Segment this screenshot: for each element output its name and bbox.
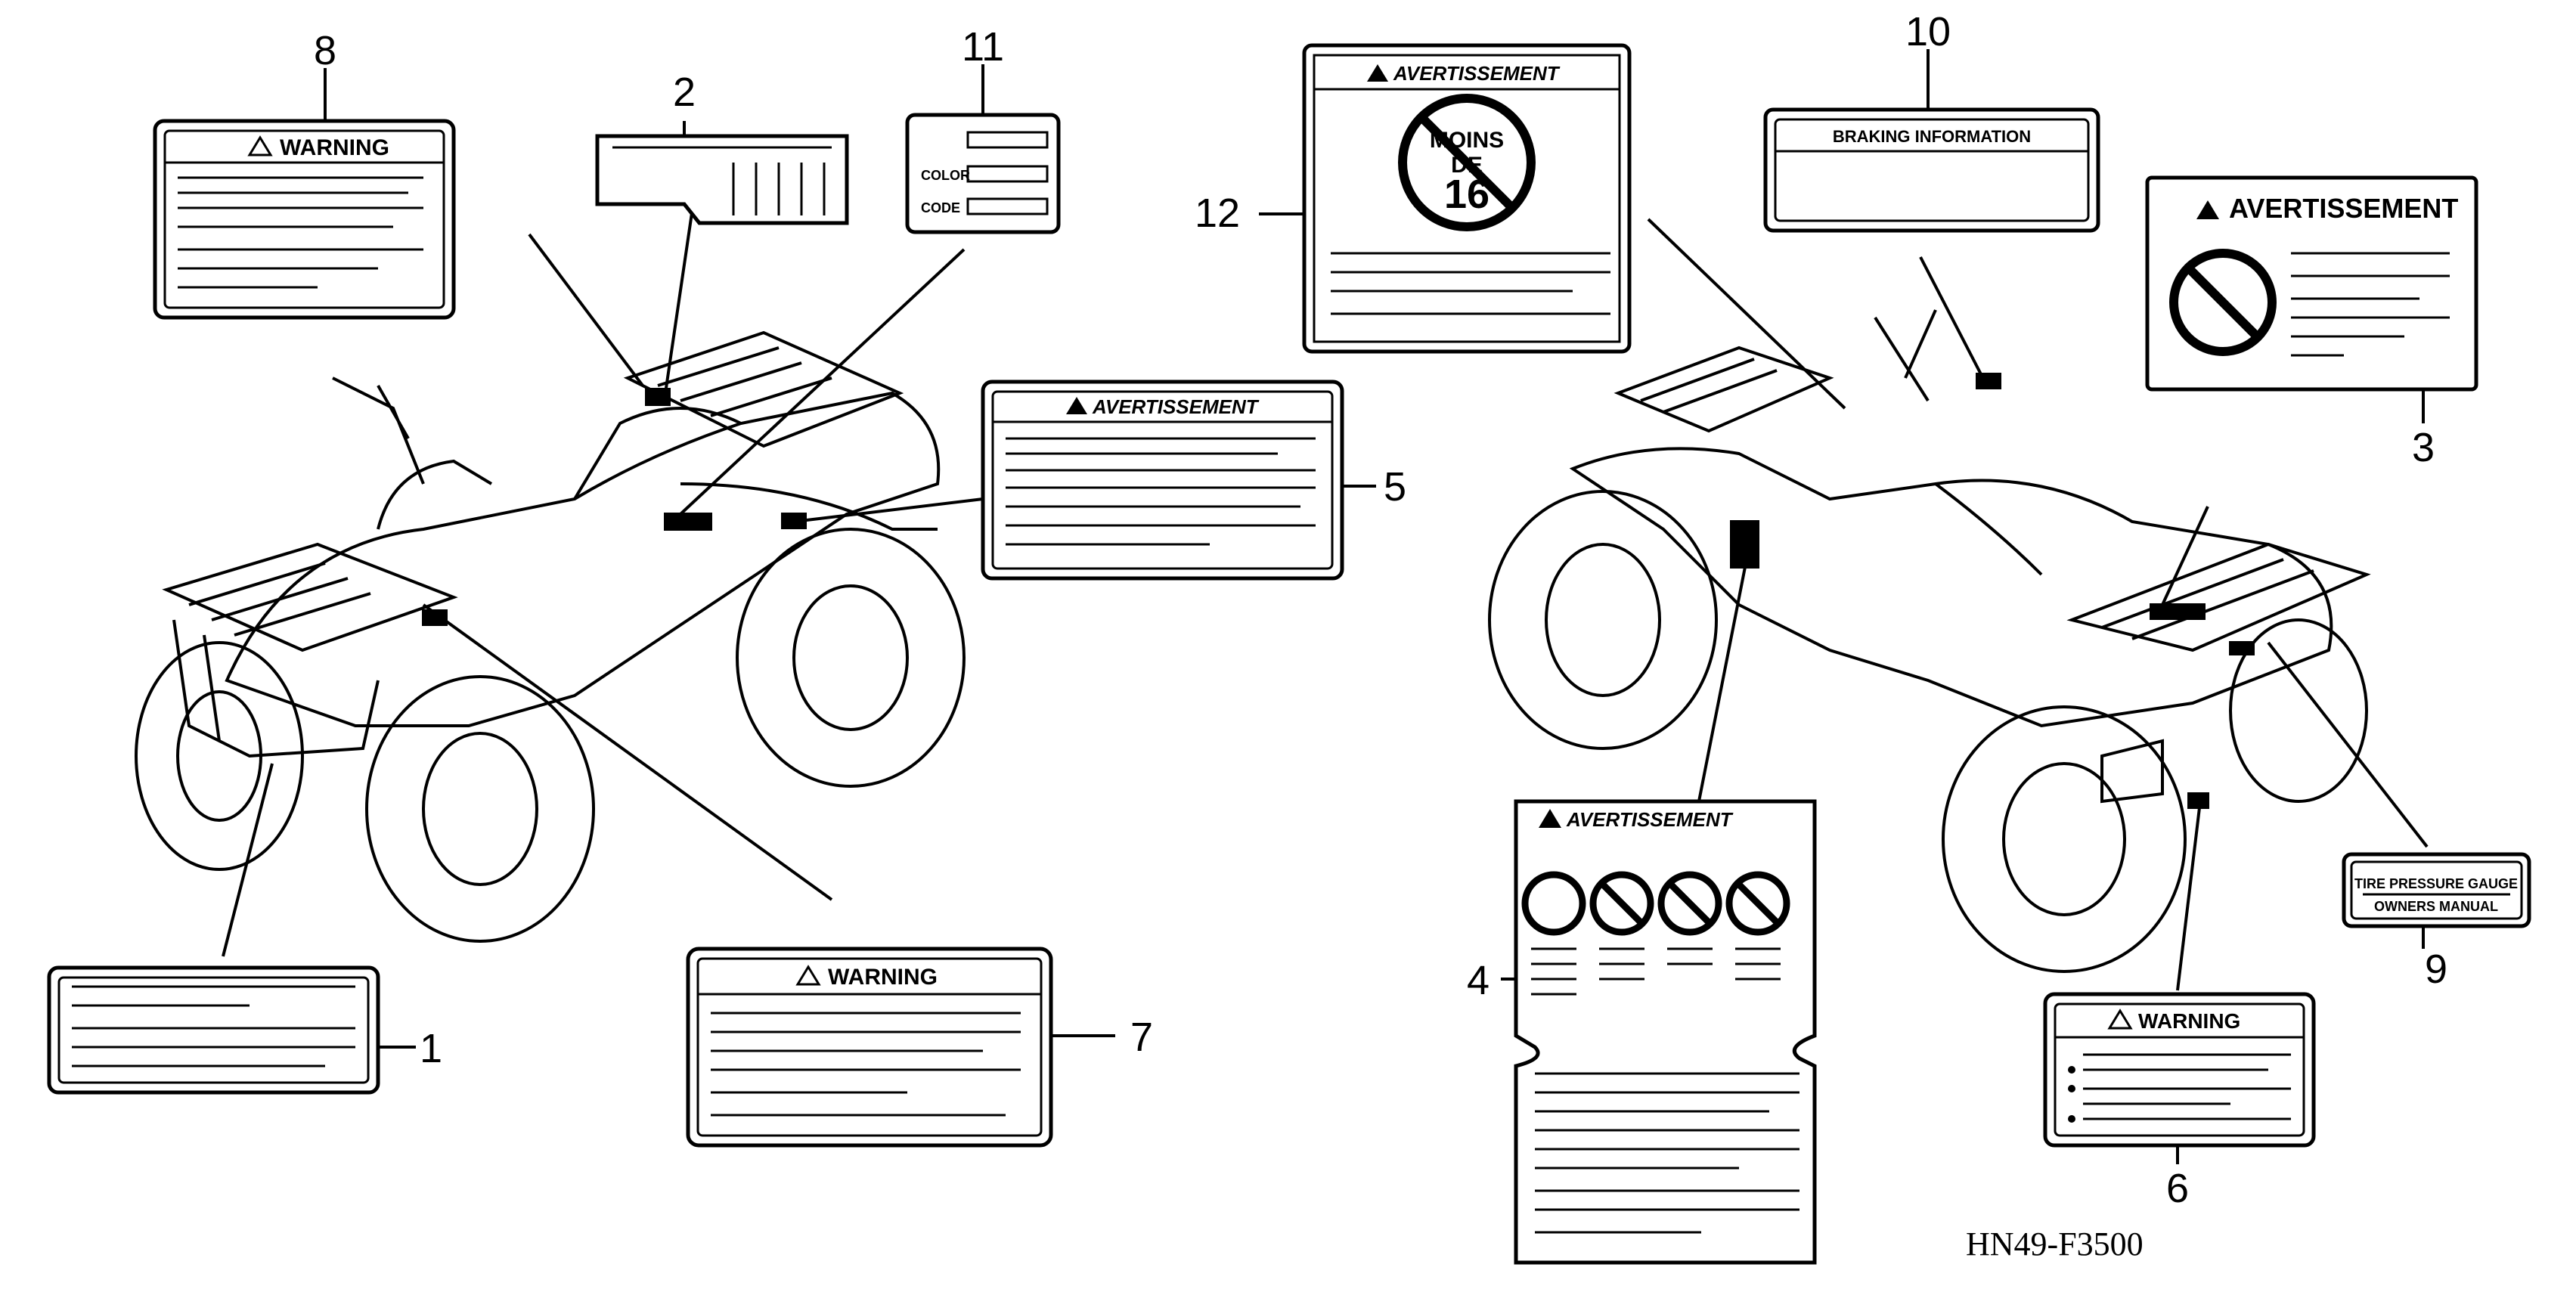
label-12-age-warning: AVERTISSEMENT MOINS DE 16 <box>1302 43 1632 354</box>
callout-10: 10 <box>1905 9 1951 54</box>
callout-11: 11 <box>962 24 1004 70</box>
label-2-tag <box>595 134 849 225</box>
callout-6: 6 <box>2166 1166 2189 1211</box>
label-5-avertissement: AVERTISSEMENT <box>981 380 1344 581</box>
label-12-age: 16 <box>1444 172 1489 217</box>
label-10-braking-info: BRAKING INFORMATION <box>1763 107 2100 233</box>
label-12-heading: AVERTISSEMENT <box>1393 62 1561 85</box>
label-4-heading: AVERTISSEMENT <box>1566 808 1734 831</box>
callout-2: 2 <box>673 70 696 115</box>
atv-left-illustration <box>135 330 966 943</box>
callout-numbers: 8 2 11 12 10 3 5 1 7 4 9 6 <box>314 9 2447 1211</box>
label-10-heading: BRAKING INFORMATION <box>1833 127 2031 146</box>
atv-right-illustration <box>1488 309 2371 973</box>
label-4-avertissement: AVERTISSEMENT <box>1514 799 1817 1265</box>
callout-9: 9 <box>2425 947 2447 992</box>
callout-8: 8 <box>314 28 336 73</box>
label-8-warning: WARNING <box>153 119 456 320</box>
leader-lines <box>222 49 2429 1164</box>
label-8-heading: WARNING <box>280 135 389 160</box>
label-3-heading: AVERTISSEMENT <box>2229 193 2458 224</box>
label-3-avertissement: AVERTISSEMENT <box>2145 175 2478 392</box>
callout-4: 4 <box>1467 958 1489 1003</box>
label-1 <box>47 965 380 1095</box>
callout-12: 12 <box>1195 191 1240 236</box>
callout-1: 1 <box>420 1026 442 1071</box>
callout-7: 7 <box>1130 1015 1153 1060</box>
label-9-tire-pressure: TIRE PRESSURE GAUGE OWNERS MANUAL <box>2342 852 2531 928</box>
diagram-code: HN49-F3500 <box>1966 1225 2144 1263</box>
label-12-moins: MOINS <box>1430 128 1504 153</box>
label-12-de: DE <box>1451 153 1483 178</box>
label-6-warning: WARNING <box>2043 992 2316 1148</box>
label-11-code: CODE <box>921 200 960 215</box>
label-9-line2: OWNERS MANUAL <box>2374 899 2498 914</box>
label-9-line1: TIRE PRESSURE GAUGE <box>2354 876 2518 891</box>
label-7-heading: WARNING <box>828 965 938 990</box>
label-11-color-code: COLOR CODE <box>905 113 1061 234</box>
label-11-color: COLOR <box>921 168 970 183</box>
callout-5: 5 <box>1384 464 1406 510</box>
label-7-warning: WARNING <box>686 947 1053 1148</box>
label-6-heading: WARNING <box>2138 1009 2240 1033</box>
label-5-heading: AVERTISSEMENT <box>1092 395 1260 418</box>
callout-3: 3 <box>2412 425 2435 470</box>
